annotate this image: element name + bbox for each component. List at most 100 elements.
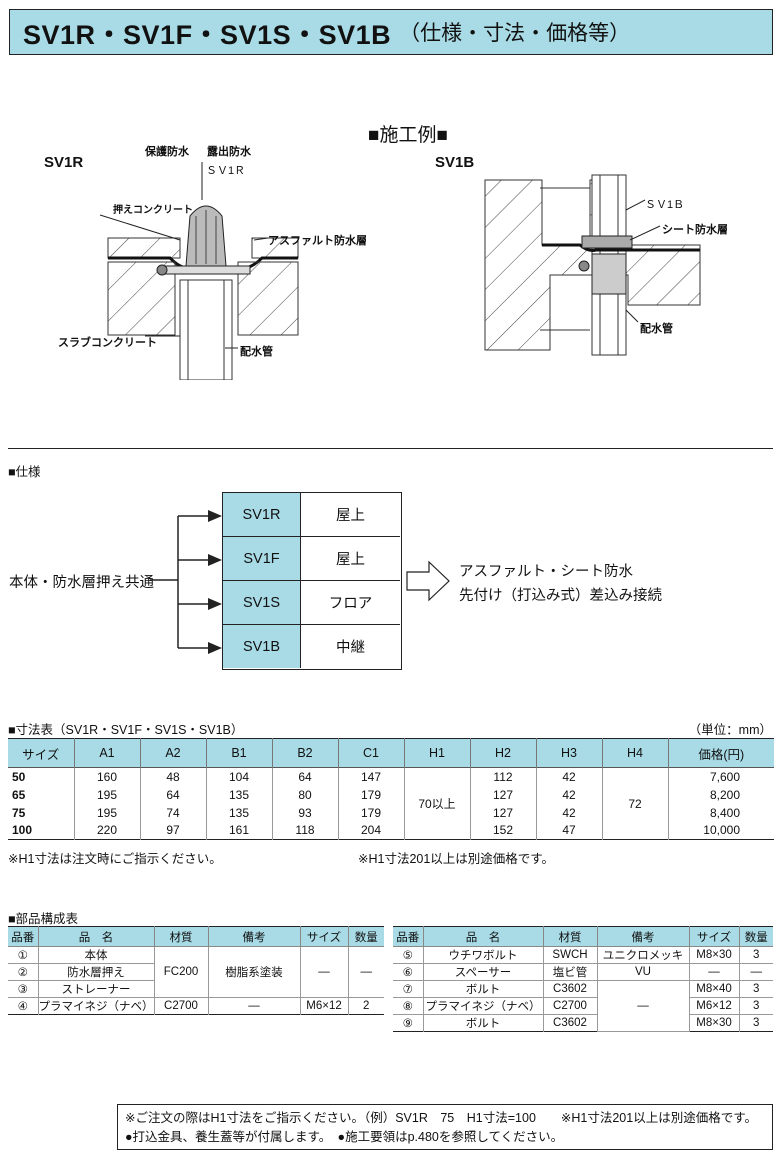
cell-name: 防水層押え bbox=[37, 963, 154, 981]
cell-qty: 3 bbox=[738, 980, 773, 998]
page-subtitle: （仕様・寸法・価格等） bbox=[399, 22, 631, 45]
example-heading: ■施工例■ bbox=[368, 125, 448, 146]
col-qty: 数量 bbox=[738, 926, 773, 947]
cell-name: ボルト bbox=[422, 980, 544, 998]
spec-use-2: フロア bbox=[301, 581, 400, 625]
cell-b2: 80 bbox=[271, 785, 339, 804]
col-size: サイズ bbox=[299, 926, 349, 947]
table-row: ⑨ ボルト C3602 M8×30 3 bbox=[393, 1014, 773, 1032]
col-b1: B1 bbox=[205, 738, 273, 768]
col-h2: H2 bbox=[469, 738, 537, 768]
label-pipe-right: 配水管 bbox=[640, 323, 673, 335]
col-remark: 備考 bbox=[207, 926, 301, 947]
cell-a1: 195 bbox=[73, 803, 141, 822]
col-c1: C1 bbox=[337, 738, 405, 768]
cell-no: ⑨ bbox=[393, 1014, 424, 1032]
col-remark: 備考 bbox=[596, 926, 690, 947]
cell-size: M8×40 bbox=[688, 980, 740, 998]
table-row: 75 195 74 135 93 179 127 42 8,400 bbox=[8, 803, 774, 822]
cell-b1: 104 bbox=[205, 767, 273, 786]
cell-material: 塩ビ管 bbox=[542, 963, 598, 981]
table-row: ⑤ ウチワボルト SWCH ユニクロメッキ M8×30 3 bbox=[393, 946, 773, 964]
label-osae: 押えコンクリート bbox=[113, 205, 193, 216]
cell-name: プラマイネジ（ナベ） bbox=[37, 997, 155, 1015]
spec-result-arrow bbox=[406, 560, 450, 602]
label-roshutsu: 露出防水 bbox=[207, 146, 251, 158]
table-row: ② 防水層押え bbox=[8, 963, 384, 981]
col-no: 品番 bbox=[8, 926, 39, 947]
table-row: 65 195 64 135 80 179 127 42 8,200 bbox=[8, 785, 774, 804]
cell-h2: 152 bbox=[469, 821, 537, 840]
cell-b2: 64 bbox=[271, 767, 339, 786]
notes-box: ※ご注文の際はH1寸法をご指示ください。（例）SV1R 75 H1寸法=100 … bbox=[117, 1104, 773, 1150]
cell-a1: 195 bbox=[73, 785, 141, 804]
spec-model-3: SV1B bbox=[223, 625, 301, 668]
cell-no: ⑦ bbox=[393, 980, 424, 998]
table-row: ④ プラマイネジ（ナベ） C2700 — M6×12 2 bbox=[8, 997, 384, 1015]
cell-size: 50 bbox=[8, 767, 75, 786]
cell-a2: 48 bbox=[139, 767, 207, 786]
cell-size: M8×30 bbox=[688, 946, 740, 964]
dimension-table: サイズ A1 A2 B1 B2 C1 H1 H2 H3 H4 価格(円) 50 … bbox=[8, 738, 774, 840]
spec-common-label: 本体・防水層押え共通 bbox=[9, 575, 154, 591]
col-size: サイズ bbox=[688, 926, 740, 947]
divider bbox=[8, 448, 773, 449]
cell-size-merged: — bbox=[299, 946, 349, 998]
cell-no: ② bbox=[8, 963, 39, 981]
cell-h3: 42 bbox=[535, 803, 603, 822]
dim-note-left: ※H1寸法は注文時にご指示ください。 bbox=[8, 852, 222, 866]
cell-h3: 42 bbox=[535, 767, 603, 786]
table-row: ① 本体 FC200 樹脂系塗装 — — bbox=[8, 946, 384, 998]
cell-h1-merged: 70以上 bbox=[403, 767, 471, 840]
cell-remark-merged: 樹脂系塗装 bbox=[207, 946, 301, 998]
col-h3: H3 bbox=[535, 738, 603, 768]
cell-name: プラマイネジ（ナベ） bbox=[422, 997, 544, 1015]
cell-name: 本体 bbox=[37, 946, 155, 964]
cell-qty: 3 bbox=[738, 1014, 773, 1032]
cell-no: ③ bbox=[8, 980, 39, 998]
cell-material: C2700 bbox=[153, 997, 209, 1015]
cell-remark: — bbox=[207, 997, 301, 1015]
spec-result-line2: 先付け（打込み式）差込み接続 bbox=[459, 588, 662, 604]
label-pipe-left: 配水管 bbox=[240, 346, 273, 358]
cell-price: 8,200 bbox=[667, 785, 774, 804]
cell-material: C3602 bbox=[542, 1014, 598, 1032]
cell-size: 100 bbox=[8, 821, 75, 840]
cell-qty: 3 bbox=[738, 997, 773, 1015]
cell-material: SWCH bbox=[542, 946, 598, 964]
cell-a1: 220 bbox=[73, 821, 141, 840]
col-material: 材質 bbox=[153, 926, 209, 947]
table-row: 50 160 48 104 64 147 70以上 112 42 72 7,60… bbox=[8, 767, 774, 840]
label-slab: スラブコンクリート bbox=[58, 337, 157, 349]
label-sv1b: ＳＶ1Ｂ bbox=[645, 199, 685, 211]
spec-use-1: 屋上 bbox=[301, 537, 400, 581]
label-hogo: 保護防水 bbox=[145, 146, 189, 158]
spec-use-3: 中継 bbox=[336, 640, 365, 656]
cell-b1: 161 bbox=[205, 821, 273, 840]
col-a1: A1 bbox=[73, 738, 141, 768]
page-title: SV1R・SV1F・SV1S・SV1B bbox=[23, 19, 392, 50]
cell-no: ⑤ bbox=[393, 946, 424, 964]
cell-size: 75 bbox=[8, 803, 75, 822]
spec-model-2: SV1S bbox=[223, 581, 301, 625]
col-a2: A2 bbox=[139, 738, 207, 768]
sv1b-illustration bbox=[484, 174, 701, 356]
parts-table-left: 品番 品 名 材質 備考 サイズ 数量 ① 本体 FC200 樹脂系塗装 — —… bbox=[8, 926, 384, 1015]
right-model-label: SV1B bbox=[435, 154, 475, 171]
cell-a2: 74 bbox=[139, 803, 207, 822]
col-name: 品 名 bbox=[37, 926, 155, 947]
spec-use-0: 屋上 bbox=[301, 493, 400, 537]
spec-model-0: SV1R bbox=[223, 493, 301, 537]
cell-c1: 204 bbox=[337, 821, 405, 840]
cell-size: M6×12 bbox=[688, 997, 740, 1015]
cell-material: C2700 bbox=[542, 997, 598, 1015]
note-line-1: ※ご注文の際はH1寸法をご指示ください。（例）SV1R 75 H1寸法=100 … bbox=[125, 1111, 757, 1125]
dim-heading: ■寸法表（SV1R・SV1F・SV1S・SV1B） bbox=[8, 723, 244, 737]
cell-h2: 127 bbox=[469, 785, 537, 804]
col-h4: H4 bbox=[601, 738, 669, 768]
label-sv1r: ＳＶ1Ｒ bbox=[206, 165, 246, 177]
col-h1: H1 bbox=[403, 738, 471, 768]
cell-h3: 47 bbox=[535, 821, 603, 840]
cell-size: M6×12 bbox=[299, 997, 349, 1015]
cell-name: ウチワボルト bbox=[422, 946, 544, 964]
